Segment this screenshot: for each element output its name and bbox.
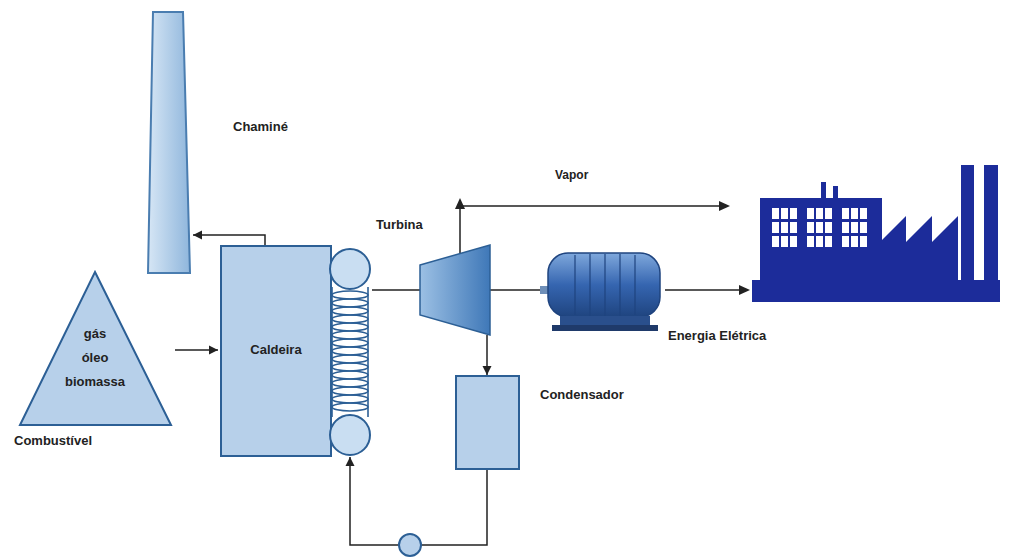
chimney: Chaminé (145, 10, 195, 275)
flow-label: Vapor (553, 168, 590, 183)
steam-line (460, 206, 722, 254)
flow-connector (483, 335, 492, 375)
node-label: gás (84, 326, 106, 342)
arrow-head (193, 231, 202, 240)
node-label: óleo (82, 350, 109, 366)
turbine: Turbina (420, 245, 490, 335)
arrow-head (719, 201, 730, 211)
connector-line (193, 235, 265, 245)
condenser-box-outline (455, 375, 520, 470)
arrow-head (346, 457, 355, 466)
flow-connector (490, 290, 540, 291)
connector-line (350, 457, 487, 545)
factory-icon (752, 165, 1000, 302)
chimney-outline (145, 10, 195, 275)
flow-connector (175, 346, 218, 355)
node-label: Turbina (376, 217, 423, 233)
turbine-outline (420, 245, 490, 335)
condenser-box: Condensador (455, 375, 520, 470)
power-line (665, 289, 742, 291)
node-label: biomassa (65, 374, 125, 390)
flow-connector (346, 457, 488, 545)
pump-symbol (399, 534, 421, 556)
arrow-head (209, 346, 218, 355)
node-label: Combustível (14, 433, 92, 449)
node-label: Caldeira (250, 342, 301, 358)
connector-line (490, 289, 540, 291)
fuel-triangle-outline (18, 270, 173, 427)
generator: Energia Elétrica (540, 248, 665, 335)
node-label: Chaminé (233, 119, 288, 135)
boiler: Caldeira (220, 245, 372, 457)
node-label: Energia Elétrica (668, 328, 766, 344)
fuel-triangle: gásóleobiomassaCombustível (18, 270, 173, 427)
arrow-head (455, 198, 465, 209)
arrow-head (739, 285, 750, 295)
factory-windows (772, 208, 867, 247)
generator-outline (540, 248, 665, 335)
node-label: Condensador (540, 387, 624, 403)
arrow-head (483, 366, 492, 375)
flow-connector (372, 290, 420, 291)
flow-connector (193, 231, 265, 246)
connector-line (372, 289, 420, 291)
